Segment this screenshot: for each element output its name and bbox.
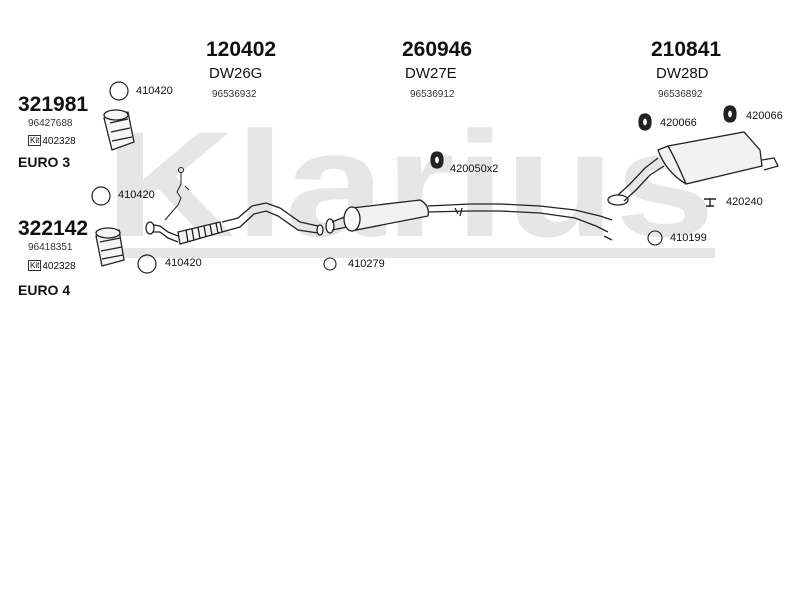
section-1-oem: 96536932 xyxy=(212,89,257,100)
front-pipe xyxy=(145,202,324,245)
section-3-part-no: 210841 xyxy=(651,38,722,61)
gasket-mid-label: 410420 xyxy=(118,189,155,201)
rubber-mounts xyxy=(430,105,737,169)
section-2-oem: 96536912 xyxy=(410,89,455,100)
watermark-bar xyxy=(105,248,715,258)
gasket-top-label: 410420 xyxy=(136,85,173,97)
clamp-rear-label: 420240 xyxy=(726,196,763,208)
watermark-logo: Klarius xyxy=(105,100,715,268)
catalyst-2-kit-no: 402328 xyxy=(42,261,76,272)
o2-sensor xyxy=(164,167,190,221)
catalyst-euro4 xyxy=(95,227,125,267)
catalyst-euro3 xyxy=(103,109,135,151)
catalyst-2-part-no: 322142 xyxy=(18,217,89,240)
center-pipe xyxy=(325,199,613,241)
gasket-center-label: 410279 xyxy=(348,258,385,270)
section-3-code: DW28D xyxy=(656,65,709,82)
gasket-ring-mid xyxy=(91,186,111,206)
gasket-ring-center xyxy=(323,257,337,271)
section-2-code: DW27E xyxy=(405,65,457,82)
catalyst-1-part-no: 321981 xyxy=(18,93,89,116)
catalyst-1-oem: 96427688 xyxy=(28,118,73,129)
catalyst-2-oem: 96418351 xyxy=(28,242,73,253)
rear-clamp xyxy=(704,198,716,207)
section-2-part-no: 260946 xyxy=(402,38,473,61)
gasket-ring-top xyxy=(109,81,129,101)
gasket-ring-rear xyxy=(647,230,663,246)
kit-tag: Kit xyxy=(28,260,42,271)
section-1-part-no: 120402 xyxy=(206,38,277,61)
rear-silencer xyxy=(607,131,779,206)
gasket-rear-label: 410199 xyxy=(670,232,707,244)
catalyst-1-kit-no: 402328 xyxy=(42,136,76,147)
catalyst-2-euro: EURO 4 xyxy=(18,282,71,298)
kit-tag: Kit xyxy=(28,135,42,146)
mount-rear-b-label: 420066 xyxy=(746,110,783,122)
gasket-ring-bottom xyxy=(137,254,157,274)
catalyst-1-euro: EURO 3 xyxy=(18,154,71,170)
section-3-oem: 96536892 xyxy=(658,89,703,100)
mount-mid-label: 420050x2 xyxy=(450,163,499,175)
gasket-bottom-label: 410420 xyxy=(165,257,202,269)
mount-rear-a-label: 420066 xyxy=(660,117,697,129)
section-1-code: DW26G xyxy=(209,65,263,82)
